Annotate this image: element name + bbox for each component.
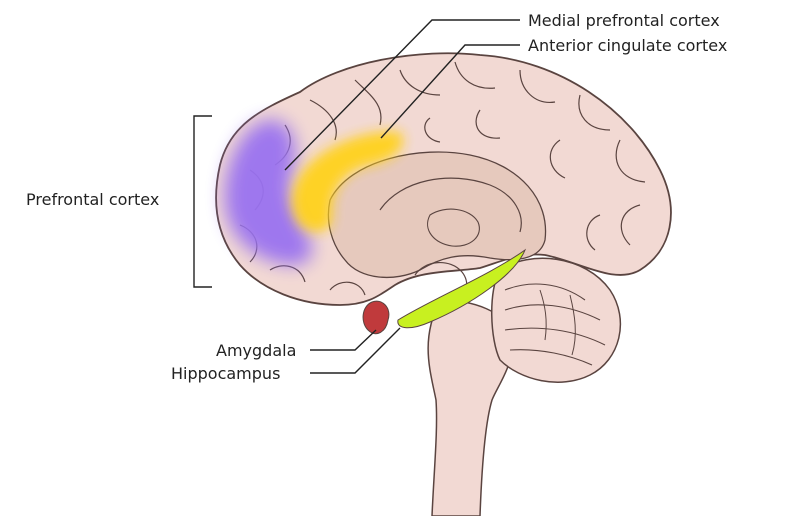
hippocampus-leader-line xyxy=(310,327,401,374)
hippocampus-label: Hippocampus xyxy=(171,364,281,383)
medial-prefrontal-cortex-label: Medial prefrontal cortex xyxy=(528,11,720,30)
anterior-cingulate-leader-line xyxy=(380,44,520,139)
fornix-arc xyxy=(379,177,522,233)
amygdala-label: Amygdala xyxy=(216,341,297,360)
amygdala-leader-line xyxy=(310,329,377,351)
amygdala-region xyxy=(362,300,390,335)
prefrontal-bracket xyxy=(193,115,212,288)
cerebellum xyxy=(491,257,622,383)
prefrontal-cortex-region xyxy=(224,119,312,266)
anterior-cingulate-cortex-label: Anterior cingulate cortex xyxy=(528,36,728,55)
prefrontal-cortex-label: Prefrontal cortex xyxy=(26,190,160,209)
thalamus xyxy=(427,208,480,247)
anterior-cingulate-region xyxy=(291,131,404,233)
medial-prefrontal-leader-line xyxy=(284,19,520,171)
hippocampus-region xyxy=(397,248,527,329)
